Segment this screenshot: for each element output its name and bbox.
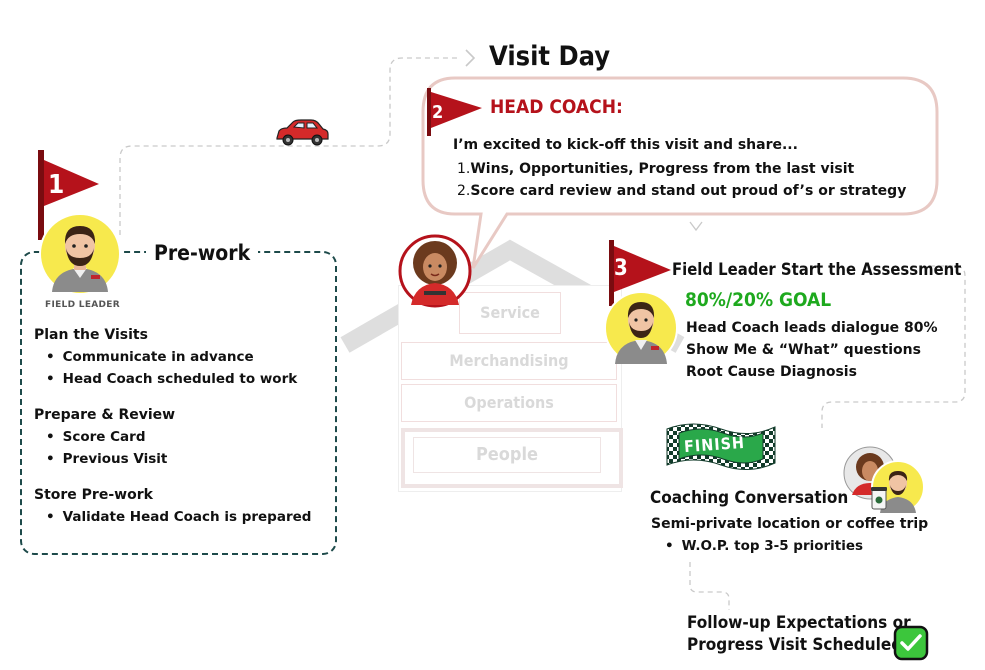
coaching-title: Coaching Conversation xyxy=(650,488,849,508)
house-level-people: People xyxy=(401,428,623,488)
head-coach-bubble xyxy=(421,76,939,269)
section-heading: Store Pre-work xyxy=(34,487,153,503)
car-icon xyxy=(276,119,329,146)
prework-title: Pre-work xyxy=(146,240,259,266)
assessment-line: Head Coach leads dialogue 80% xyxy=(686,320,938,336)
assessment-line: Show Me & “What” questions xyxy=(686,342,921,358)
house-level-service: Service xyxy=(459,292,561,334)
house: Service Merchandising Operations People xyxy=(398,285,623,492)
finish-flag-icon xyxy=(666,423,776,470)
head-coach-content: I’m excited to kick-off this visit and s… xyxy=(453,134,923,202)
section-plan-visits: Plan the Visits Communicate in advance H… xyxy=(34,324,329,390)
followup-text: Follow-up Expectations or Progress Visit… xyxy=(687,613,911,655)
list-item: Previous Visit xyxy=(46,448,329,470)
checkmark-icon xyxy=(893,625,929,661)
head-coach-intro: I’m excited to kick-off this visit and s… xyxy=(453,137,798,153)
list-item: 1.Wins, Opportunities, Progress from the… xyxy=(457,161,855,177)
section-store-prework: Store Pre-work Validate Head Coach is pr… xyxy=(34,484,329,528)
list-item: Head Coach scheduled to work xyxy=(46,368,329,390)
house-level-operations: Operations xyxy=(401,384,617,422)
assessment-content: Head Coach leads dialogue 80% Show Me & … xyxy=(686,317,976,383)
coaching-subtitle: Semi-private location or coffee trip xyxy=(651,516,929,532)
prework-content: Plan the Visits Communicate in advance H… xyxy=(34,324,329,528)
list-item: Communicate in advance xyxy=(46,346,329,368)
list-item: Score Card xyxy=(46,426,329,448)
list-item: 2.Score card review and stand out proud … xyxy=(457,183,907,199)
head-coach-title: HEAD COACH: xyxy=(490,96,623,118)
flag-3-icon xyxy=(609,240,671,306)
goal-label: 80%/20% GOAL xyxy=(685,289,832,311)
section-prepare-review: Prepare & Review Score Card Previous Vis… xyxy=(34,404,329,470)
coaching-avatars xyxy=(843,446,925,514)
section-heading: Plan the Visits xyxy=(34,327,148,343)
assessment-line: Root Cause Diagnosis xyxy=(686,364,857,380)
field-leader-avatar-2 xyxy=(604,291,678,365)
section-heading: Prepare & Review xyxy=(34,407,176,423)
field-leader-label: FIELD LEADER xyxy=(45,300,120,310)
flag-2-icon xyxy=(427,88,482,136)
head-coach-avatar xyxy=(398,234,472,308)
step-3-number: 3 xyxy=(614,256,628,281)
list-item: Validate Head Coach is prepared xyxy=(46,506,329,528)
step-1-number: 1 xyxy=(48,170,65,200)
field-leader-avatar xyxy=(39,213,121,295)
visit-day-title: Visit Day xyxy=(489,41,611,72)
house-level-merchandising: Merchandising xyxy=(401,342,617,380)
coaching-content: Semi-private location or coffee trip W.O… xyxy=(651,513,961,557)
assessment-title: Field Leader Start the Assessment xyxy=(672,260,962,279)
list-item: W.O.P. top 3-5 priorities xyxy=(665,535,961,557)
flag-1-icon xyxy=(38,150,99,240)
step-2-number: 2 xyxy=(432,102,444,123)
